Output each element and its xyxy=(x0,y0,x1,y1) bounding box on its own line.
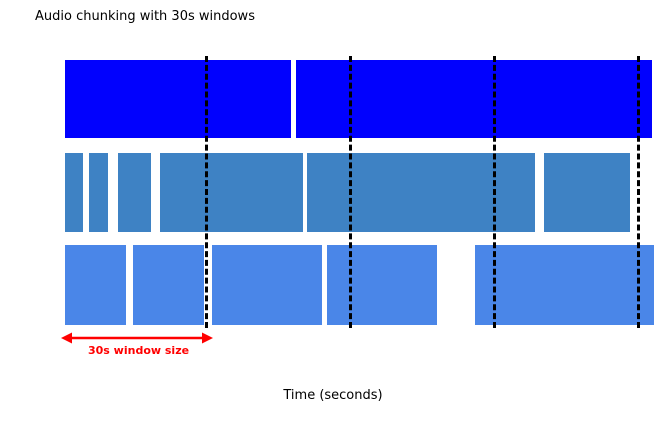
figure-title: Audio chunking with 30s windows xyxy=(35,9,255,24)
merged-chunks-segment xyxy=(212,245,322,325)
window-boundary-line-120s xyxy=(636,56,640,328)
merged-chunks-segment xyxy=(475,245,654,325)
speech-segments-segment xyxy=(89,153,108,232)
merged-chunks-segment xyxy=(327,245,437,325)
arrow-head-right-icon xyxy=(202,332,213,344)
full-audio-track-segment xyxy=(65,60,291,138)
window-boundary-line-30s xyxy=(204,56,208,328)
merged-chunks-segment xyxy=(65,245,126,325)
speech-segments-segment xyxy=(118,153,151,232)
full-audio-track-segment xyxy=(296,60,652,138)
speech-segments-segment xyxy=(65,153,83,232)
arrow-head-left-icon xyxy=(61,332,72,344)
speech-segments-segment xyxy=(307,153,535,232)
speech-segments-segment xyxy=(160,153,303,232)
window-size-label: 30s window size xyxy=(88,344,190,357)
speech-segments-segment xyxy=(544,153,630,232)
window-boundary-line-60s xyxy=(348,56,352,328)
merged-chunks-segment xyxy=(133,245,204,325)
x-axis-label: Time (seconds) xyxy=(283,388,383,403)
window-boundary-line-90s xyxy=(492,56,496,328)
window-size-arrow xyxy=(61,332,213,344)
